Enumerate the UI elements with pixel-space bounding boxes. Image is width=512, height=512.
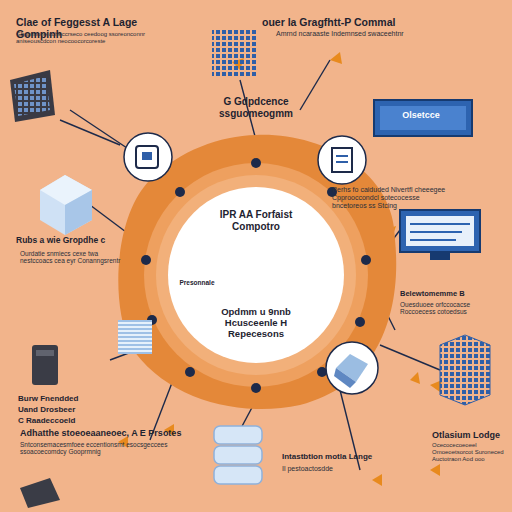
heading-text: Uand Drosbeer (18, 405, 108, 414)
heading-text: Rubs a wie Gropdhe c (16, 236, 136, 246)
body-text: Ouesduoee orfccocacse Roccoecess cotoeds… (400, 301, 500, 316)
body-text: Ocecocecoeoeel Omoeoetsorcot Suroneced A… (432, 442, 508, 463)
screen-label: Olsetcce (386, 110, 456, 120)
heading-text: Burw Fnendded (18, 394, 108, 403)
heading-text: Adhatthe stoeoeaaneoec, A E Prsotes (20, 428, 200, 438)
node-text: Opdmm u 9nnb Hcusceenle H Repecesons (196, 307, 316, 340)
heading-text: G Gdpdcence ssguomeogmm (196, 96, 316, 119)
body-text: Il pestoactosdde (282, 465, 392, 473)
heading-text: Intastbtion motla Lange (282, 452, 402, 461)
node-heading: IPR AA Forfaist Compotro (206, 209, 306, 232)
central-circle: IPR AA Forfaist CompotroPresonnaleOpdmm … (168, 187, 344, 363)
body-text: Rerhs fo caiduded Nivertfl cheeegee Cppr… (332, 186, 447, 210)
body-text: Ourdatie snmiecs cexe twa nestccoacs cea… (20, 250, 130, 265)
body-text: Amrnd ncaraaste Indemnsed swaceehtnr (276, 30, 426, 38)
node-text: Presonnale (172, 279, 222, 286)
heading-text: C Raadeccoeld (18, 416, 108, 425)
heading-text: Otlasium Lodge (432, 430, 508, 440)
heading-text: Belewtomemme B (400, 290, 500, 299)
body-text: Sntconsemacesmfoee eccentionsmt esocsgec… (20, 441, 185, 456)
heading-text: ouer la Gragfhtt-P Commal (262, 16, 442, 28)
body-text: Ghgpfinohe coheccrseco ceedoog ssoreonco… (16, 31, 181, 45)
